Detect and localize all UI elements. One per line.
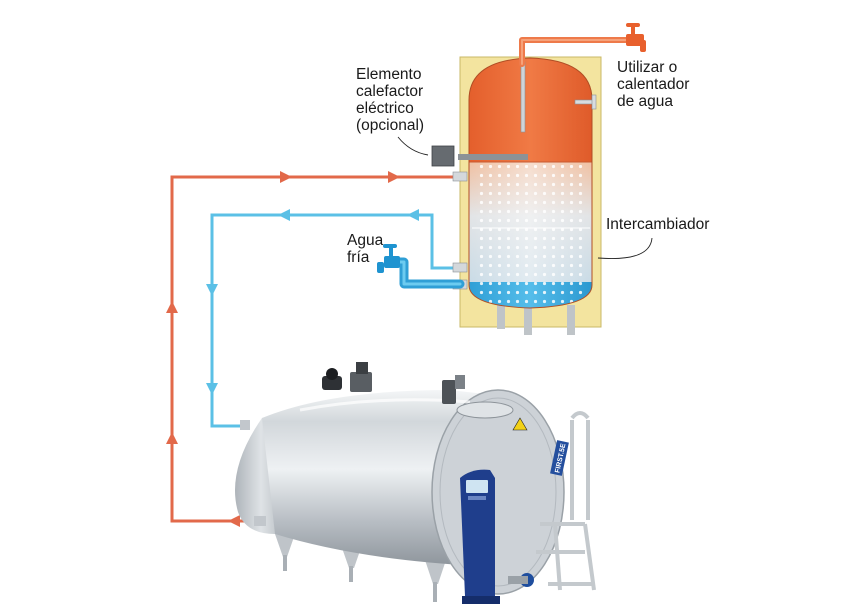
hot-return-line <box>170 175 460 523</box>
exchanger-leader-line <box>597 237 653 259</box>
exchanger-perforation <box>475 165 585 305</box>
tank-end-plate <box>431 389 565 595</box>
cold-tap-icon <box>377 244 400 273</box>
arrow-icon <box>206 209 419 395</box>
hot-outlet-pipe <box>519 37 631 67</box>
cold-supply-line <box>210 213 460 428</box>
milk-cooling-tank: FIRST.5E <box>235 362 596 604</box>
exchanger-label: Intercambiador <box>606 216 710 233</box>
control-panel <box>460 469 500 604</box>
water-heater <box>431 56 602 335</box>
arrow-icon <box>166 171 400 527</box>
heater-element <box>458 154 528 160</box>
heater-leader-line <box>397 136 429 156</box>
use-heater-label: Utilizar o calentador de agua <box>617 59 690 110</box>
warning-sign <box>512 417 528 431</box>
cold-water-label: Agua fría <box>347 232 384 266</box>
cold-inlet-pipe <box>391 257 465 289</box>
heater-element-label: Elemento calefactor eléctrico (opcional) <box>356 66 425 134</box>
hot-tap-icon <box>626 23 646 52</box>
tank-ladder <box>536 411 596 591</box>
